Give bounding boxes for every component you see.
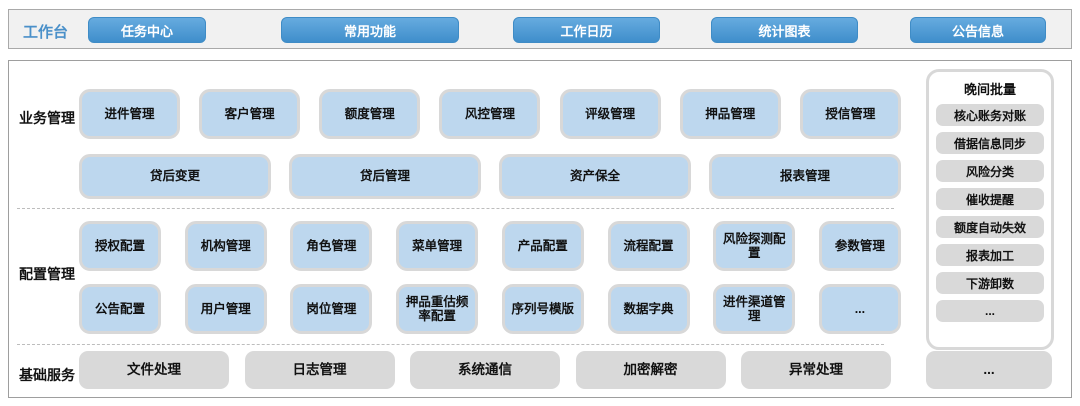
module-collateral-revaluation-frequency-config[interactable]: 押品重估频率配置 [396, 284, 479, 334]
night-batch-panel: 晚间批量 核心账务对账 借据信息同步 风险分类 催收提醒 额度自动失效 报表加工… [926, 69, 1054, 350]
topbar-button-common-functions[interactable]: 常用功能 [281, 17, 459, 43]
batch-more-ellipsis[interactable]: ... [936, 300, 1044, 322]
workbench-topbar: 工作台 任务中心 常用功能 工作日历 统计图表 公告信息 [8, 9, 1072, 49]
service-exception-handling[interactable]: 异常处理 [741, 351, 891, 389]
batch-core-account-reconciliation[interactable]: 核心账务对账 [936, 104, 1044, 126]
base-services-row: 文件处理 日志管理 系统通信 加密解密 异常处理 [79, 351, 891, 389]
module-asset-preservation[interactable]: 资产保全 [499, 154, 691, 199]
service-log-management[interactable]: 日志管理 [244, 351, 395, 389]
module-parameter-management[interactable]: 参数管理 [818, 221, 901, 271]
module-risk-control-management[interactable]: 风控管理 [439, 89, 541, 139]
batch-limit-auto-expiry[interactable]: 额度自动失效 [936, 216, 1044, 238]
service-encryption-decryption[interactable]: 加密解密 [575, 351, 726, 389]
batch-risk-classification[interactable]: 风险分类 [936, 160, 1044, 182]
module-rating-management[interactable]: 评级管理 [559, 89, 661, 139]
section-label-config-management: 配置管理 [19, 266, 75, 282]
batch-loan-receipt-info-sync[interactable]: 借据信息同步 [936, 132, 1044, 154]
section-label-base-services: 基础服务 [19, 367, 75, 383]
module-post-loan-management[interactable]: 贷后管理 [289, 154, 481, 199]
module-intake-channel-management[interactable]: 进件渠道管理 [713, 284, 796, 334]
business-row-2: 贷后变更 贷后管理 资产保全 报表管理 [79, 154, 901, 199]
module-post-loan-change[interactable]: 贷后变更 [79, 154, 271, 199]
module-menu-management[interactable]: 菜单管理 [396, 221, 479, 271]
topbar-button-statistics-charts[interactable]: 统计图表 [711, 17, 858, 43]
service-more-ellipsis[interactable]: ... [926, 351, 1052, 389]
workbench-label: 工作台 [23, 24, 69, 41]
module-role-management[interactable]: 角色管理 [290, 221, 373, 271]
config-row-1: 授权配置 机构管理 角色管理 菜单管理 产品配置 流程配置 风险探测配置 参数管… [79, 221, 901, 271]
module-user-management[interactable]: 用户管理 [184, 284, 267, 334]
topbar-button-task-center[interactable]: 任务中心 [88, 17, 206, 43]
section-divider-config-base [17, 344, 884, 345]
service-file-processing[interactable]: 文件处理 [79, 351, 229, 389]
module-customer-management[interactable]: 客户管理 [199, 89, 301, 139]
module-announcement-config[interactable]: 公告配置 [79, 284, 161, 334]
module-serial-number-template[interactable]: 序列号模版 [501, 284, 584, 334]
module-position-management[interactable]: 岗位管理 [290, 284, 373, 334]
section-label-business-management: 业务管理 [19, 110, 75, 126]
service-system-communication[interactable]: 系统通信 [410, 351, 560, 389]
main-panel: 业务管理 配置管理 基础服务 进件管理 客户管理 额度管理 风控管理 评级管理 … [8, 60, 1072, 398]
module-intake-management[interactable]: 进件管理 [79, 89, 180, 139]
batch-report-processing[interactable]: 报表加工 [936, 244, 1044, 266]
night-batch-title: 晚间批量 [963, 82, 1016, 97]
module-limit-management[interactable]: 额度管理 [319, 89, 421, 139]
module-process-config[interactable]: 流程配置 [607, 221, 690, 271]
section-divider-business-config [17, 208, 894, 209]
module-config-more-ellipsis[interactable]: ... [818, 284, 901, 334]
module-product-config[interactable]: 产品配置 [501, 221, 584, 271]
module-data-dictionary[interactable]: 数据字典 [607, 284, 690, 334]
batch-downstream-data-export[interactable]: 下游卸数 [936, 272, 1044, 294]
module-organization-management[interactable]: 机构管理 [184, 221, 267, 271]
module-authorization-config[interactable]: 授权配置 [79, 221, 161, 271]
config-row-2: 公告配置 用户管理 岗位管理 押品重估频率配置 序列号模版 数据字典 进件渠道管… [79, 284, 901, 334]
module-credit-management[interactable]: 授信管理 [799, 89, 901, 139]
batch-collection-reminder[interactable]: 催收提醒 [936, 188, 1044, 210]
topbar-button-work-calendar[interactable]: 工作日历 [513, 17, 660, 43]
topbar-button-announcement-info[interactable]: 公告信息 [910, 17, 1046, 43]
business-row-1: 进件管理 客户管理 额度管理 风控管理 评级管理 押品管理 授信管理 [79, 89, 901, 139]
module-report-management[interactable]: 报表管理 [709, 154, 901, 199]
module-risk-detection-config[interactable]: 风险探测配置 [713, 221, 796, 271]
module-collateral-management[interactable]: 押品管理 [679, 89, 781, 139]
